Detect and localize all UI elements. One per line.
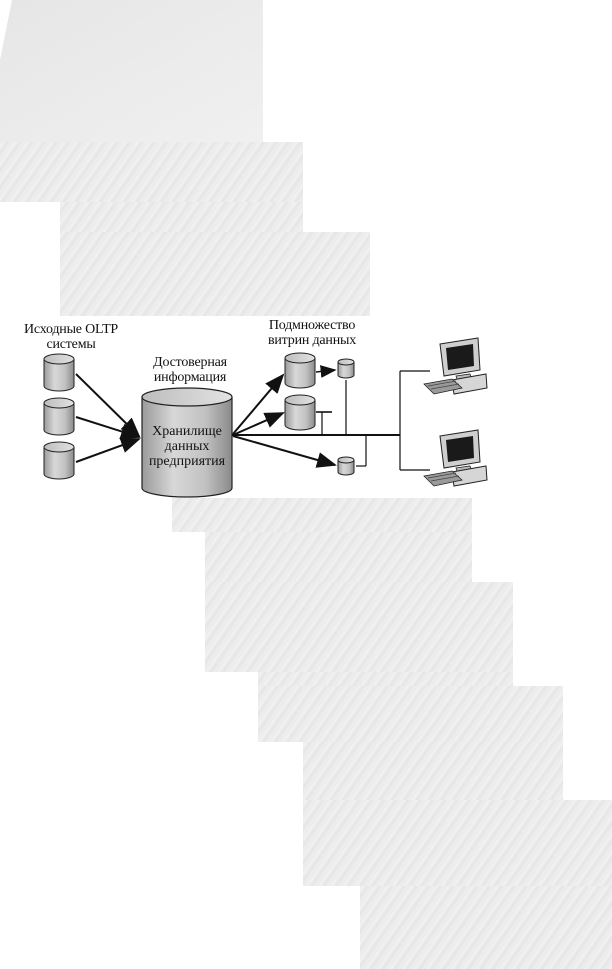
mart-db-icon [284,352,316,389]
background-block [60,202,303,234]
background-block [360,886,612,969]
workstation-icon [423,429,488,487]
marts-label-line2: витрин данных [267,333,356,348]
flow-arrow [232,373,285,435]
background-block [303,800,612,886]
source-label-line2: системы [46,337,96,352]
flow-arrow [75,437,141,463]
background-block [258,686,563,742]
background-block [172,498,472,532]
mart-db-icon [337,358,355,379]
source-db-icon [43,353,75,392]
trusted-label-line1: Достоверная [153,355,227,370]
warehouse-label: Хранилище данных предприятия [142,424,232,469]
trusted-info-label: Достоверная информация [130,355,250,385]
source-db-icon [43,441,75,480]
source-db-icon [43,397,75,436]
background-block [205,582,513,672]
flow-arrow [232,412,285,436]
background-block [0,142,303,202]
warehouse-label-line2: данных [164,439,210,454]
marts-label-line1: Подмножество [268,318,356,333]
warehouse-label-line3: предприятия [148,454,226,469]
warehouse-db-icon [141,387,233,498]
background-block [60,232,370,316]
flow-arrow [232,435,337,468]
warehouse-label-line1: Хранилище [152,424,222,439]
mart-db-icon [337,456,355,476]
source-systems-label: Исходные OLTP системы [6,322,136,352]
trusted-label-line2: информация [153,370,227,385]
mart-db-icon [284,394,316,431]
flow-arrow [75,416,141,440]
workstation-icon [423,337,488,395]
background-block [205,532,472,582]
background-block [303,742,563,800]
background-block [258,672,513,686]
source-label-line1: Исходные OLTP [23,322,119,337]
data-marts-label: Подмножество витрин данных [254,318,370,348]
flow-arrow [315,365,337,378]
